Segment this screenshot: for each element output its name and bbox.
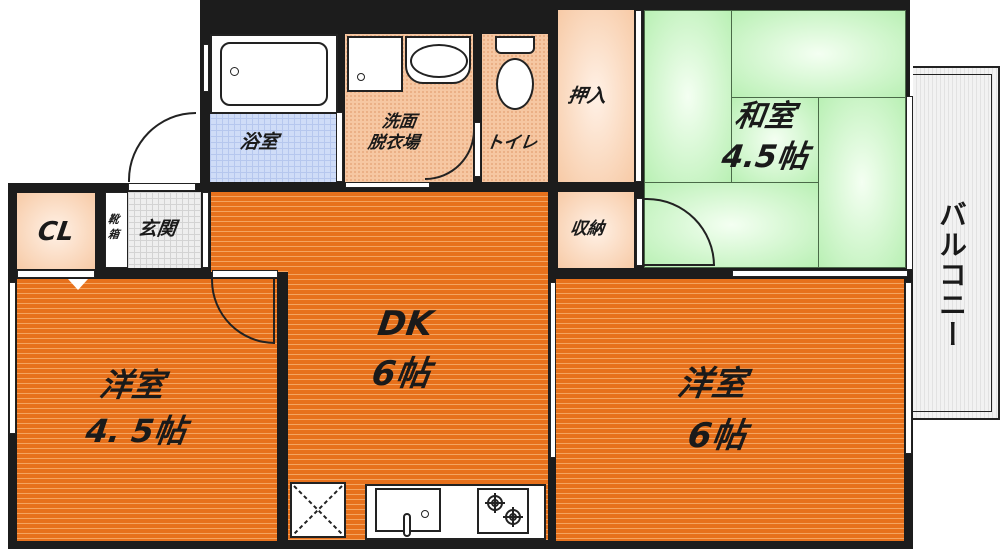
western-left-window[interactable]	[9, 282, 16, 434]
western-right-window[interactable]	[905, 282, 912, 454]
dining-kitchen	[211, 192, 548, 272]
western-left-door[interactable]	[212, 270, 278, 278]
tatami-mat-2	[731, 10, 906, 98]
bathroom	[210, 112, 338, 182]
shoe-box-label-line1: 靴	[107, 213, 120, 226]
western-left-size: 4. 5帖	[83, 412, 189, 450]
gas-stove	[477, 488, 529, 534]
tatami-mat-3	[818, 97, 906, 268]
oshiire-sliding-doors[interactable]	[635, 10, 642, 182]
toilet-door[interactable]	[474, 122, 481, 177]
western-left-label: 洋室	[97, 366, 167, 404]
entrance-label: 玄関	[136, 218, 178, 240]
western-right-sliding-door[interactable]	[550, 282, 556, 458]
western-right-label: 洋室	[675, 364, 749, 404]
refrigerator-cross-icon	[293, 485, 343, 535]
bathroom-label: 浴室	[238, 131, 280, 153]
bath-window[interactable]	[203, 44, 209, 92]
sink-drain-icon	[421, 510, 429, 518]
bathtub-drain-icon	[230, 67, 239, 76]
cl-closet	[17, 193, 95, 269]
toilet-bowl-icon	[496, 58, 534, 110]
balcony-rail	[913, 74, 992, 412]
storage-door[interactable]	[636, 198, 643, 266]
japanese-room-sliding-door[interactable]	[732, 270, 908, 277]
washing-machine-drain-icon	[357, 73, 365, 81]
japanese-room-window[interactable]	[906, 96, 913, 270]
storage-closet	[558, 192, 634, 268]
dk-label: DK	[375, 304, 436, 344]
entrance-step	[202, 192, 209, 268]
japanese-room-size: 4.5帖	[719, 139, 811, 175]
western-room-right	[556, 279, 904, 541]
shoe-box	[105, 192, 128, 268]
cl-door-marker	[68, 279, 88, 290]
japanese-room-label: 和室	[732, 99, 798, 134]
shoe-box-label-line2: 箱	[107, 228, 120, 241]
cl-door[interactable]	[17, 270, 95, 278]
entrance-genkan	[128, 192, 201, 268]
outside-door-swing[interactable]	[128, 112, 196, 182]
cl-label: CL	[35, 217, 76, 247]
oshiire-label: 押入	[566, 85, 608, 107]
burner-icon	[485, 493, 523, 527]
tatami-mat-1	[644, 10, 732, 183]
entrance-door[interactable]	[128, 183, 196, 191]
washroom-door[interactable]	[345, 182, 430, 188]
faucet-icon	[403, 513, 411, 537]
washroom-label-line2: 脱衣場	[366, 133, 421, 153]
dk-size: 6帖	[369, 354, 433, 394]
oshiire-closet	[558, 10, 634, 182]
toilet-tank	[495, 36, 535, 54]
tatami-mat-center	[731, 97, 819, 183]
bath-door[interactable]	[336, 112, 343, 182]
toilet-label: トイレ	[484, 133, 539, 153]
balcony-label: バルコニー	[935, 200, 968, 350]
washing-machine-pan	[347, 36, 403, 92]
storage-label: 収納	[568, 219, 606, 239]
washroom-label-line1: 洗面	[380, 112, 418, 132]
balcony	[913, 66, 1000, 420]
vanity-basin	[410, 44, 468, 78]
western-right-size: 6帖	[685, 416, 749, 456]
